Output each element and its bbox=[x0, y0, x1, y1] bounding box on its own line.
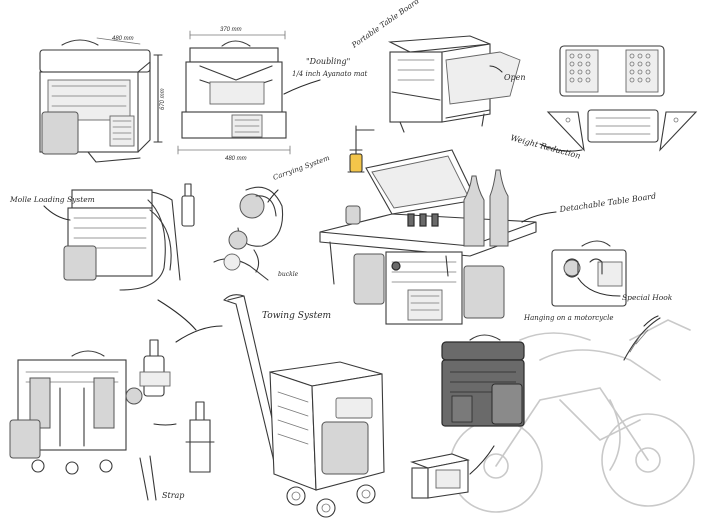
detachable-board-sketch bbox=[551, 240, 627, 307]
hanging-on-motorcycle-label: Hanging on a motorcycle bbox=[523, 314, 613, 322]
small-box-sketch bbox=[410, 445, 495, 499]
towing-system-sketch bbox=[223, 294, 385, 518]
dimension-top-width: 480 mm bbox=[96, 36, 141, 45]
bottle-holder-sketch bbox=[139, 299, 215, 501]
wheel-icon bbox=[286, 484, 376, 518]
portable-table-box bbox=[387, 35, 521, 133]
weight-reduction-annotation: Weight Reduction bbox=[509, 133, 583, 161]
detachable-table-board-label: Detachable Table Board bbox=[558, 192, 657, 215]
dim-width-bottom-label: 480 mm bbox=[225, 156, 247, 162]
weight-reduction-panel bbox=[546, 45, 698, 152]
molle-annotation: Molle Loading System bbox=[9, 195, 95, 221]
doubling-annotation: "Doubling" 1/4 inch Ayanato mat bbox=[283, 57, 368, 95]
carrying-system-label: Carrying System bbox=[272, 154, 331, 182]
detachable-table-board-annotation: Detachable Table Board bbox=[521, 192, 657, 223]
molle-loading-label: Molle Loading System bbox=[9, 195, 95, 204]
dim-width-mid-label: 370 mm bbox=[220, 27, 242, 33]
front-view-wheels-sketch bbox=[9, 350, 143, 475]
strap-annotation: Strap bbox=[162, 491, 184, 500]
open-label: Open bbox=[504, 73, 526, 82]
lantern-icon bbox=[347, 149, 365, 173]
special-hook-annotation: Special Hook bbox=[577, 277, 673, 302]
box-perspective-sketch bbox=[39, 39, 151, 163]
hanging-annotation: Hanging on a motorcycle bbox=[523, 314, 659, 327]
carrying-system-sketch bbox=[213, 186, 284, 281]
cup-icon bbox=[345, 205, 361, 225]
molle-backpack-sketch bbox=[63, 183, 195, 291]
box-front-elevation: 370 mm 480 mm bbox=[177, 27, 291, 162]
bottle-icon bbox=[181, 195, 195, 227]
special-hook-label: Special Hook bbox=[622, 293, 673, 302]
buckle-annotation: buckle bbox=[278, 271, 299, 278]
carrying-annotation: Carrying System bbox=[267, 154, 331, 203]
doubling-label: "Doubling" bbox=[306, 57, 350, 66]
dim-width-top-label: 480 mm bbox=[112, 36, 134, 42]
towing-system-label: Towing System bbox=[262, 311, 331, 321]
bottle-icon bbox=[463, 169, 509, 247]
dim-height-label: 670 mm bbox=[160, 88, 166, 110]
mounted-box-dark bbox=[441, 334, 525, 427]
doubling-sub-label: 1/4 inch Ayanato mat bbox=[292, 70, 368, 78]
towing-annotation: Towing System bbox=[175, 311, 331, 343]
hook-icon bbox=[563, 258, 603, 278]
dimension-height: 670 mm bbox=[153, 54, 166, 143]
buckle-label: buckle bbox=[278, 271, 299, 278]
open-annotation: Open bbox=[489, 65, 526, 82]
pen-scribble bbox=[623, 317, 661, 361]
open-table-setup bbox=[319, 125, 537, 325]
strap-label: Strap bbox=[162, 491, 184, 500]
